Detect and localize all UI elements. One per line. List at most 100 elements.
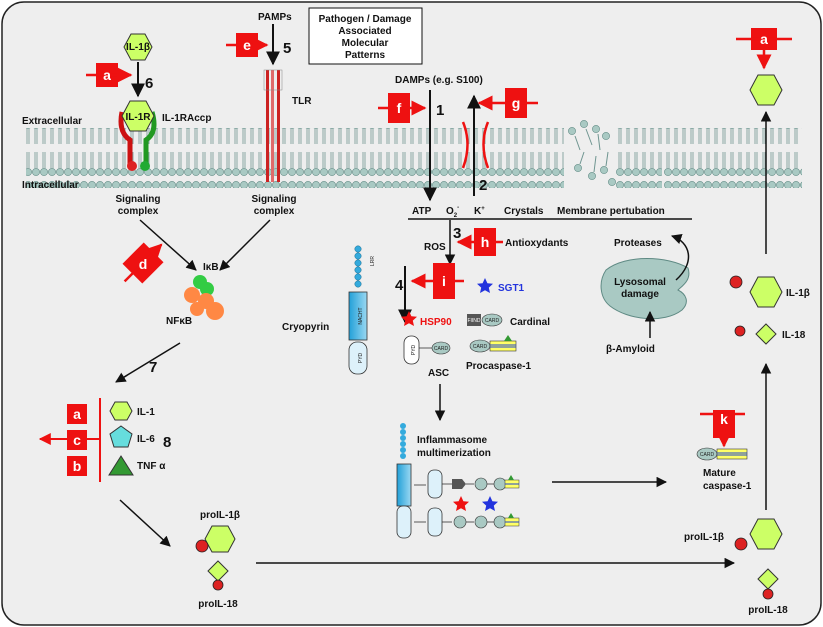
cleaved-prodomain-2 xyxy=(734,325,746,337)
il1r-label: IL-1R xyxy=(126,112,152,123)
b-amyloid-label: β-Amyloid xyxy=(606,344,655,355)
inhibitor-h-label: h xyxy=(481,234,490,250)
proteases-release-arrow xyxy=(671,234,690,281)
cardinal-protein: FIIND CARD xyxy=(467,313,503,327)
inhibitor-a-top-label: a xyxy=(760,31,768,47)
il1b-top-hexagon xyxy=(123,33,153,61)
il1r-receptor xyxy=(118,100,157,171)
inhibitor-a-left: a xyxy=(73,406,81,422)
cardinal-label: Cardinal xyxy=(510,317,550,328)
lysosomal-label-1: Lysosomal xyxy=(614,277,666,288)
nfkb-to-cytokines-arrow xyxy=(115,342,181,383)
step-2: 2 xyxy=(479,177,487,194)
ikb-label: IκB xyxy=(203,262,219,273)
il6-left-label: IL-6 xyxy=(137,434,155,445)
svg-text:CARD: CARD xyxy=(473,344,488,350)
step-8: 8 xyxy=(163,434,171,451)
il1-hexagon xyxy=(109,401,133,421)
antioxydants-label: Antioxydants xyxy=(505,238,569,249)
proil1b-right-prodomain xyxy=(734,537,748,551)
inhibitor-i-label: i xyxy=(442,273,446,289)
svg-text:FIIND: FIIND xyxy=(467,318,480,324)
sgt1-label: SGT1 xyxy=(498,283,525,294)
svg-text:PYD: PYD xyxy=(358,352,364,363)
proil18-right-label: proIL-18 xyxy=(748,605,788,616)
inhibitor-b-left: b xyxy=(73,458,82,474)
secreted-il1b-hexagon xyxy=(749,74,783,106)
il1b-right-hexagon xyxy=(749,276,783,308)
legend-line-2: Associated xyxy=(338,26,391,37)
left-cytokine-list xyxy=(38,398,134,482)
damps-label: DAMPs (e.g. S100) xyxy=(395,75,483,86)
proil1b-left-hexagon xyxy=(204,525,236,553)
cleaved-prodomain-1 xyxy=(729,275,743,289)
mature-label-2: caspase-1 xyxy=(703,481,752,492)
inhibitor-k-box xyxy=(713,410,735,438)
pore-left xyxy=(461,121,469,169)
proil18-right-prodomain xyxy=(762,588,774,600)
il6-pentagon xyxy=(109,425,133,448)
inflammasome-label-2: multimerization xyxy=(417,448,491,459)
nfkb-complex xyxy=(184,275,224,320)
signal-right-arrow xyxy=(219,219,271,271)
inhibitor-c-left: c xyxy=(73,432,81,448)
proil18-left-label: proIL-18 xyxy=(198,599,238,610)
il1b-right-label: IL-1β xyxy=(786,288,810,299)
signaling-left-l1: Signaling xyxy=(116,194,161,205)
proil1b-left-label: proIL-1β xyxy=(200,510,240,521)
lysosome xyxy=(600,258,690,320)
tnf-left-label: TNF α xyxy=(137,461,166,472)
pamps-legend: Pathogen / Damage Associated Molecular P… xyxy=(308,7,423,65)
il1raccp-label: IL-1RAccp xyxy=(162,113,211,124)
svg-text:CARD: CARD xyxy=(434,346,449,352)
proil1b-left-prodomain xyxy=(195,539,209,553)
k-label: K+ xyxy=(474,206,485,217)
hsp90-star xyxy=(401,311,417,326)
tnf-triangle xyxy=(108,455,134,476)
il1b-top-label: IL-1β xyxy=(126,42,150,53)
signaling-right-l1: Signaling xyxy=(252,194,297,205)
inhibitor-e-label: e xyxy=(243,37,251,53)
step-7: 7 xyxy=(149,359,157,376)
inhibitor-d xyxy=(122,242,164,284)
sgt1-star xyxy=(477,278,493,293)
step-1: 1 xyxy=(436,102,444,119)
pamps-label: PAMPs xyxy=(258,12,292,23)
inflammasome-complex xyxy=(396,423,520,539)
extracellular-label: Extracellular xyxy=(22,116,82,127)
svg-text:PYD: PYD xyxy=(411,344,417,355)
mature-label-1: Mature xyxy=(703,468,736,479)
procaspase-label: Procaspase-1 xyxy=(466,361,531,372)
il1-left-label: IL-1 xyxy=(137,407,155,418)
lysosomal-label-2: damage xyxy=(621,289,659,300)
to-procytokines-arrow xyxy=(119,499,171,547)
asc-label: ASC xyxy=(428,368,449,379)
legend-line-3: Molecular xyxy=(342,38,389,49)
svg-text:CARD: CARD xyxy=(485,318,500,324)
o2-label: O2- xyxy=(446,205,459,219)
cryopyrin-label: Cryopyrin xyxy=(282,322,329,333)
inhibitor-f-label: f xyxy=(397,100,402,116)
crystals-label: Crystals xyxy=(504,206,544,217)
legend-line-1: Pathogen / Damage xyxy=(319,14,412,25)
pore-right xyxy=(482,121,490,169)
atp-label: ATP xyxy=(412,206,432,217)
signaling-left-l2: complex xyxy=(118,206,159,217)
il18-right-diamond xyxy=(755,323,777,345)
proil1b-right-label: proIL-1β xyxy=(684,532,724,543)
step-5: 5 xyxy=(283,40,291,57)
signal-left-arrow xyxy=(139,219,197,271)
hsp90-label: HSP90 xyxy=(420,317,452,328)
il18-right-label: IL-18 xyxy=(782,330,806,341)
asc-protein: PYD CARD xyxy=(403,335,451,365)
inhibitor-k-label: k xyxy=(720,411,728,427)
inhibitor-a-il1-label: a xyxy=(103,67,111,83)
inhibitor-d-label: d xyxy=(139,256,148,272)
intracellular-label: Intracellular xyxy=(22,180,79,191)
svg-text:LRR: LRR xyxy=(370,256,376,266)
membrane-fragments xyxy=(568,120,616,186)
tlr-receptor xyxy=(263,69,283,182)
mature-caspase-1: CARD xyxy=(696,447,748,461)
proil1b-right-hexagon xyxy=(749,518,783,550)
